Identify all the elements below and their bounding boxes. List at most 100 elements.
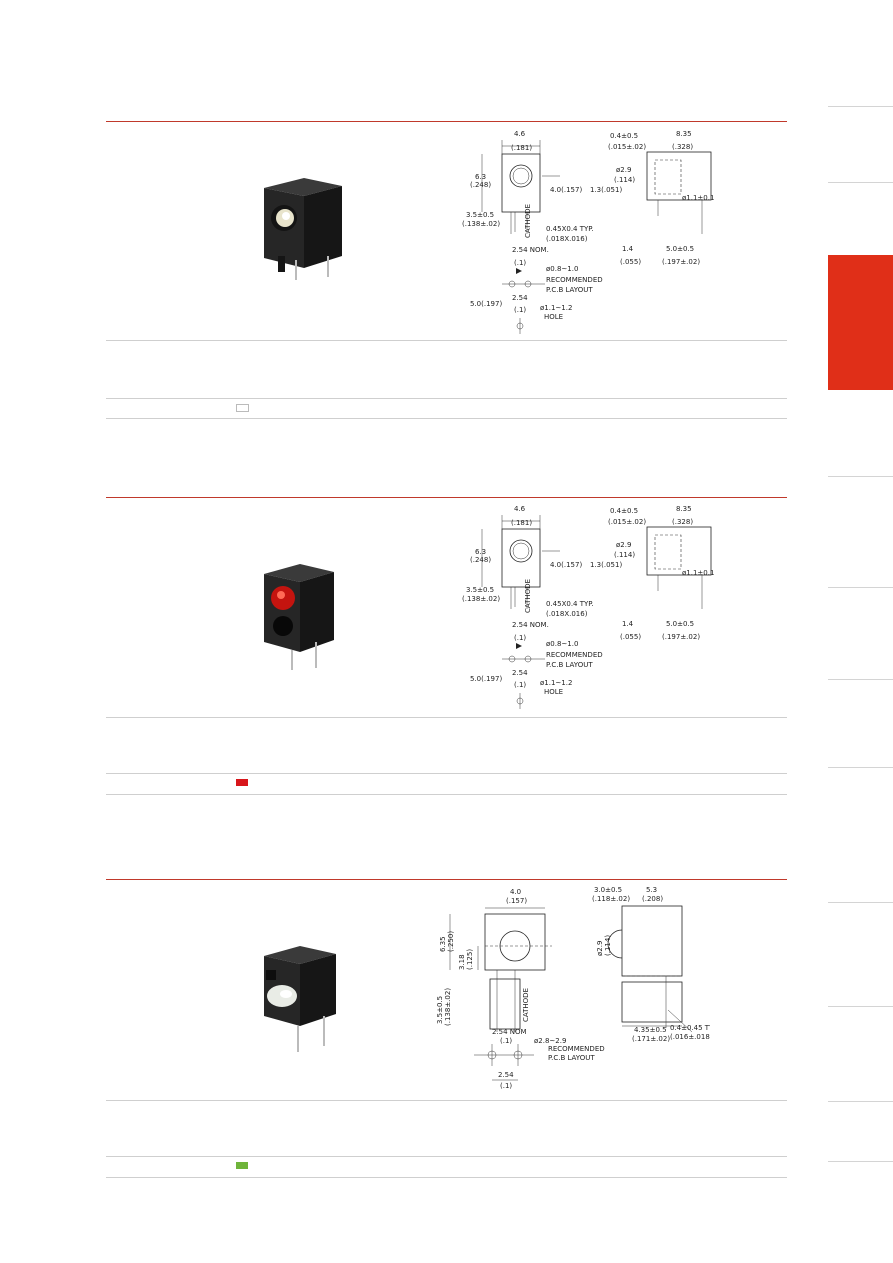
dim-label: (.015±.02)	[608, 143, 646, 151]
dim-label: (.055)	[620, 633, 641, 641]
side-divider	[828, 1101, 893, 1102]
dim-label: 0.4±0.5	[610, 507, 638, 515]
color-swatch-white	[236, 404, 249, 412]
dim-label: 8.35	[676, 130, 692, 138]
dim-label: (.328)	[672, 518, 693, 526]
dim-label: 3.0±0.5	[594, 886, 622, 894]
dim-label: 3.5±0.5	[466, 211, 494, 219]
dim-label: (.015±.02)	[608, 518, 646, 526]
row-divider	[106, 773, 787, 774]
dim-label: (.016±.018)	[670, 1033, 710, 1041]
section-rule	[106, 121, 787, 122]
dim-label: RECOMMENDED	[546, 276, 603, 284]
dim-label: (.197±.02)	[662, 633, 700, 641]
row-divider	[106, 1177, 787, 1178]
dim-label: (.138±.02)	[462, 595, 500, 603]
dim-label: (.114)	[604, 935, 612, 956]
side-divider	[828, 1006, 893, 1007]
section-rule	[106, 497, 787, 498]
dim-label: P.C.B LAYOUT	[546, 661, 593, 669]
row-divider	[106, 1156, 787, 1157]
dim-label: 4.6	[514, 505, 526, 513]
led-holder-white-icon	[264, 178, 342, 280]
dim-label: (.138±.02)	[444, 988, 452, 1026]
dim-label: ø2.9	[616, 166, 631, 174]
dim-label: (.171±.02)	[632, 1035, 670, 1043]
dim-label: 1.4	[622, 245, 634, 253]
row-divider	[106, 418, 787, 419]
dim-label: P.C.B LAYOUT	[548, 1054, 595, 1062]
dim-label: 5.3	[646, 886, 657, 894]
dim-label: RECOMMENDED	[546, 651, 603, 659]
side-divider	[828, 106, 893, 107]
dim-label: (.125)	[466, 949, 474, 970]
side-divider	[828, 902, 893, 903]
dim-label: (.250)	[447, 931, 455, 952]
dim-label: (.114)	[614, 551, 635, 559]
side-divider	[828, 767, 893, 768]
dim-label: HOLE	[544, 688, 563, 696]
dim-label: ø0.8~1.0	[546, 640, 578, 648]
dim-label: (.181)	[511, 144, 532, 152]
side-divider	[828, 679, 893, 680]
row-divider	[106, 340, 787, 341]
dim-label: 2.54 NOM.	[512, 621, 549, 629]
dim-label: (.118±.02)	[592, 895, 630, 903]
dim-label: (.1)	[514, 306, 526, 314]
dim-label: ø0.8~1.0	[546, 265, 578, 273]
dim-label: ø2.9	[616, 541, 631, 549]
dim-label: (.1)	[500, 1037, 512, 1045]
dim-label: CATHODE	[524, 579, 532, 613]
side-divider	[828, 182, 893, 183]
dim-label: CATHODE	[524, 204, 532, 238]
dimension-drawing: 4.6 (.181) 6.3 (.248) 4.0(.157) CATHODE …	[462, 130, 714, 334]
dim-label: P.C.B LAYOUT	[546, 286, 593, 294]
dim-label: 2.54 NOM.	[512, 246, 549, 254]
dim-label: (.114)	[614, 176, 635, 184]
dim-label: 3.18	[458, 954, 466, 970]
dim-label: 4.0(.157)	[550, 561, 582, 569]
section-rule	[106, 879, 787, 880]
dim-label: (.1)	[514, 259, 526, 267]
dim-label: 5.0±0.5	[666, 245, 694, 253]
dim-label: CATHODE	[522, 988, 530, 1022]
dim-label: 1.3(.051)	[590, 186, 622, 194]
dim-label: 4.35±0.5	[634, 1026, 667, 1034]
color-swatch-red	[236, 779, 248, 786]
dim-label: 5.0±0.5	[666, 620, 694, 628]
dim-label: 0.45X0.4 TYP.	[546, 225, 594, 233]
dim-label: (.248)	[470, 556, 491, 564]
side-divider	[828, 587, 893, 588]
dim-label: (.157)	[506, 897, 527, 905]
dim-label: 2.54	[498, 1071, 514, 1079]
led-holder-red-icon	[264, 564, 334, 670]
dim-label: 5.0(.197)	[470, 675, 502, 683]
dim-label: 0.45X0.4 TYP.	[546, 600, 594, 608]
dim-label: (.018X.016)	[546, 610, 588, 618]
dim-label: 5.0(.197)	[470, 300, 502, 308]
dim-label: (.018X.016)	[546, 235, 588, 243]
dim-label: 1.3(.051)	[590, 561, 622, 569]
dim-label: 2.54	[512, 669, 528, 677]
color-swatch-green	[236, 1162, 248, 1169]
dim-label: (.197±.02)	[662, 258, 700, 266]
dim-label: 3.5±0.5	[436, 996, 444, 1024]
dim-label: ø1.1±0.1	[682, 194, 714, 202]
dim-label: (.138±.02)	[462, 220, 500, 228]
dim-label: 2.54 NOM	[492, 1028, 527, 1036]
dimension-drawing: 4.0 (.157) 6.35 (.250) 3.18 (.125) CATHO…	[436, 886, 710, 1090]
dim-label: 1.4	[622, 620, 634, 628]
dim-label: 0.4±0.45 TYP	[670, 1024, 710, 1032]
dim-label: ø2.8~2.9	[534, 1037, 566, 1045]
dim-label: (.1)	[514, 634, 526, 642]
dim-label: 4.6	[514, 130, 526, 138]
section-tab[interactable]	[828, 255, 893, 390]
dim-label: (.208)	[642, 895, 663, 903]
dim-label: (.181)	[511, 519, 532, 527]
dimension-drawing: 4.6 (.181) 6.3 (.248) 4.0(.157) CATHODE …	[462, 505, 714, 709]
dim-label: 4.0(.157)	[550, 186, 582, 194]
row-divider	[106, 398, 787, 399]
row-divider	[106, 794, 787, 795]
dim-label: (.055)	[620, 258, 641, 266]
led-holder-clear-icon	[264, 946, 336, 1052]
